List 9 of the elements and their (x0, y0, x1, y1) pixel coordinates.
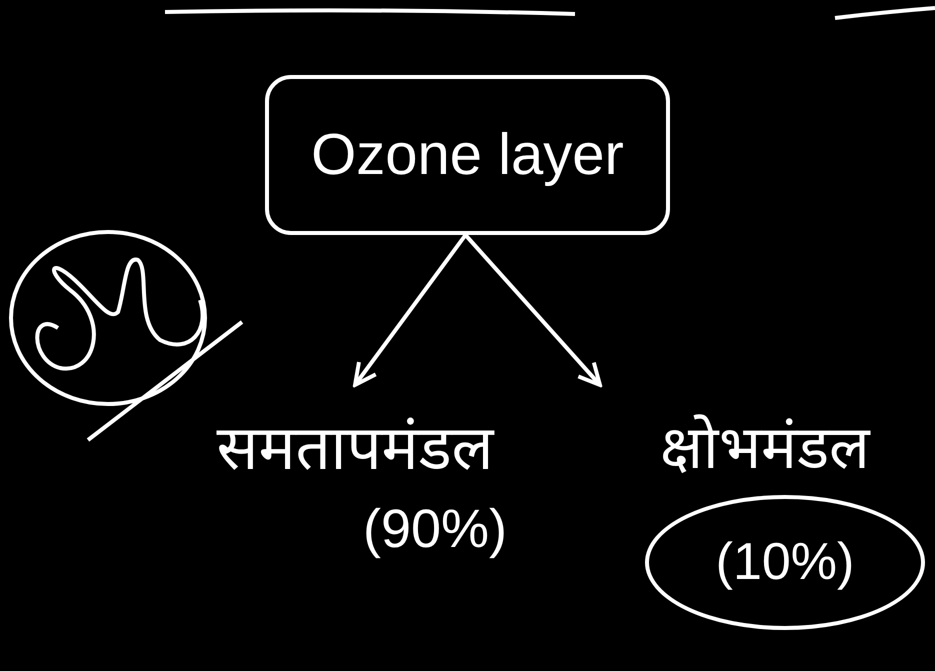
node-label: समतापमंडल (216, 413, 494, 484)
node-label: (90%) (362, 498, 508, 560)
arrow (353, 234, 468, 387)
circled-label (645, 495, 925, 630)
arrow (464, 234, 602, 387)
node-label: क्षोभमंडल (660, 413, 870, 482)
node-text: (10%) (716, 532, 854, 592)
process-box (265, 75, 670, 235)
node-text: Ozone layer (311, 122, 624, 188)
